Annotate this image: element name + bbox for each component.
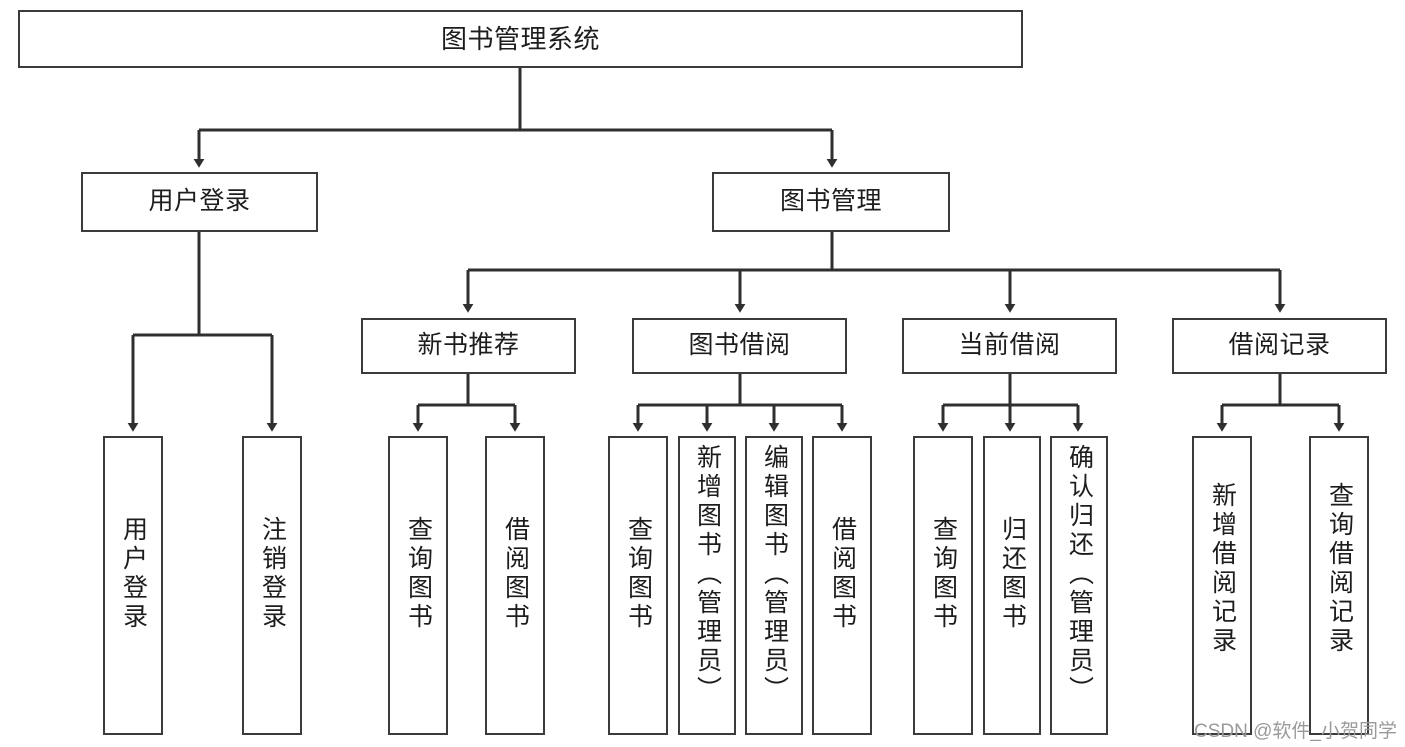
node-book-borrow[interactable]: 图书借阅 — [632, 318, 847, 374]
leaf-current-query-book[interactable]: 查询图书 — [913, 436, 973, 735]
leaf-recommend-borrow-book[interactable]: 借阅图书 — [485, 436, 545, 735]
leaf-current-return-book[interactable]: 归还图书 — [983, 436, 1041, 735]
leaf-borrow-add-book-admin[interactable]: 新增图书（管理员） — [678, 436, 736, 735]
node-borrow-record[interactable]: 借阅记录 — [1172, 318, 1387, 374]
node-label: 借阅图书 — [501, 516, 530, 632]
leaf-borrow-edit-book-admin[interactable]: 编辑图书（管理员） — [745, 436, 803, 735]
node-label: 确认归还（管理员） — [1065, 444, 1094, 705]
node-label: 用户登录 — [148, 187, 251, 216]
leaf-current-confirm-return-admin[interactable]: 确认归还（管理员） — [1050, 436, 1108, 735]
node-book-management[interactable]: 图书管理 — [712, 172, 950, 232]
node-label: 新书推荐 — [417, 331, 520, 360]
node-label: 注销登录 — [258, 516, 287, 632]
node-label: 图书管理系统 — [440, 23, 600, 54]
leaf-borrow-borrow-book[interactable]: 借阅图书 — [812, 436, 872, 735]
node-label: 新增图书（管理员） — [693, 444, 722, 705]
leaf-recommend-query-book[interactable]: 查询图书 — [388, 436, 448, 735]
node-label: 查询借阅记录 — [1325, 482, 1354, 656]
node-label: 用户登录 — [119, 516, 148, 632]
node-label: 借阅图书 — [828, 516, 857, 632]
node-label: 查询图书 — [929, 516, 958, 632]
node-label: 当前借阅 — [958, 331, 1061, 360]
node-label: 查询图书 — [624, 516, 653, 632]
leaf-user-login-login[interactable]: 用户登录 — [103, 436, 163, 735]
node-user-login[interactable]: 用户登录 — [81, 172, 318, 232]
leaf-borrow-query-book[interactable]: 查询图书 — [608, 436, 668, 735]
node-current-borrow[interactable]: 当前借阅 — [902, 318, 1117, 374]
node-root-system[interactable]: 图书管理系统 — [18, 10, 1023, 68]
csdn-watermark: CSDN @软件_小贺同学 — [1194, 721, 1397, 742]
node-label: 新增借阅记录 — [1208, 482, 1237, 656]
node-label: 借阅记录 — [1228, 331, 1331, 360]
leaf-record-add-record[interactable]: 新增借阅记录 — [1192, 436, 1252, 735]
node-label: 查询图书 — [404, 516, 433, 632]
node-label: 图书管理 — [779, 187, 882, 216]
node-label: 归还图书 — [998, 516, 1027, 632]
node-label: 图书借阅 — [688, 331, 791, 360]
node-new-book-recommend[interactable]: 新书推荐 — [361, 318, 576, 374]
leaf-record-query-record[interactable]: 查询借阅记录 — [1309, 436, 1369, 735]
leaf-user-login-logout[interactable]: 注销登录 — [242, 436, 302, 735]
node-label: 编辑图书（管理员） — [760, 444, 789, 705]
